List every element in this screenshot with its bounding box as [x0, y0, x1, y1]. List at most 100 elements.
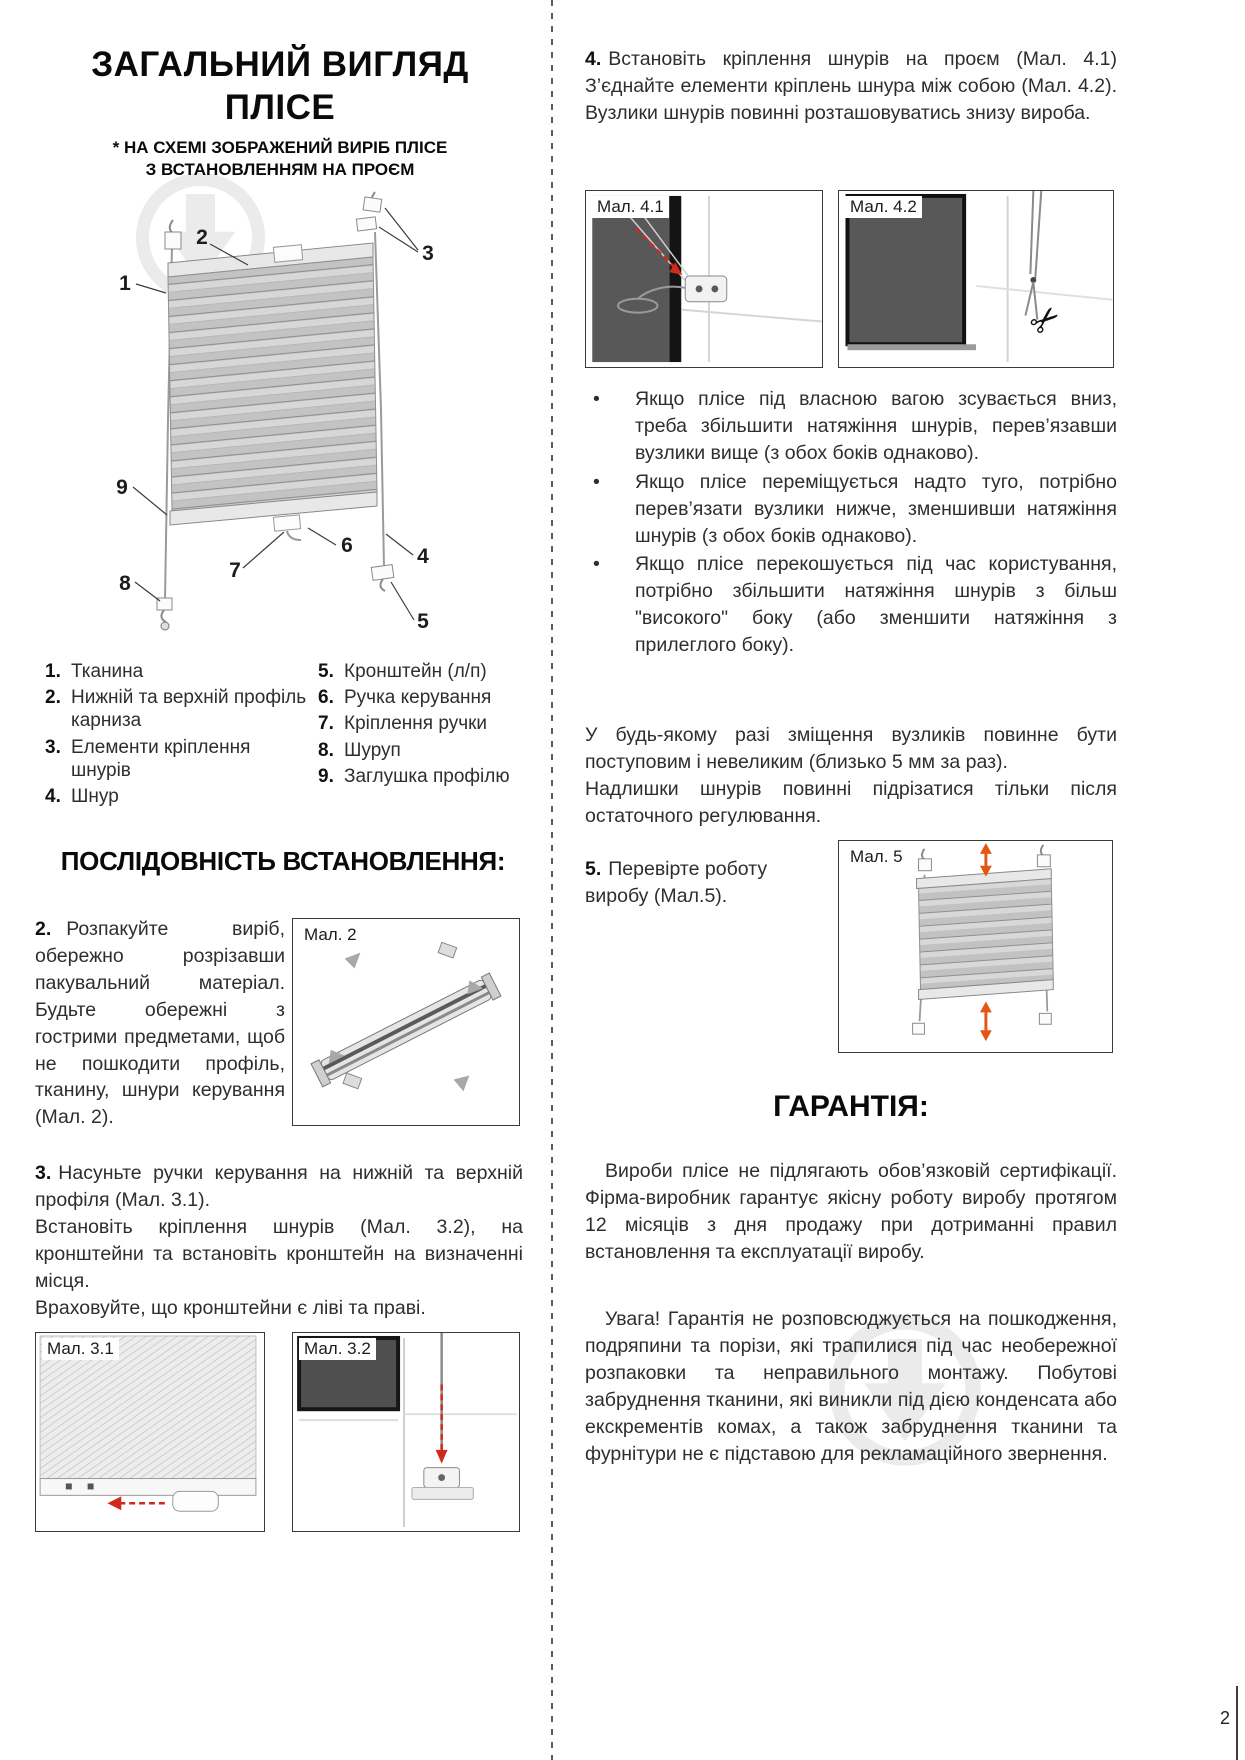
bullet-icon: •	[593, 388, 600, 410]
figure-mal-5: Мал. 5	[838, 840, 1113, 1053]
warranty-title: ГАРАНТІЯ:	[773, 1090, 929, 1123]
pleated-blind-diagram: 1 2 3 4 5 6 7 8 9	[116, 191, 434, 633]
list-item: •Якщо плісе перекошується під час корист…	[593, 553, 1117, 657]
adjustment-note: У будь-якому разі зміщення вузликів пови…	[585, 724, 1117, 827]
legend-item: 4.Шнур	[45, 785, 119, 807]
cord-fastener	[1036, 854, 1051, 868]
figure-mal-3-1: Мал. 3.1	[35, 1332, 265, 1532]
step-5-number: 5.	[585, 858, 602, 880]
arrow-icon	[453, 1075, 470, 1092]
profile-bar-diagram	[310, 941, 502, 1092]
figure-mal-4-1: Мал. 4.1	[585, 190, 823, 368]
legend-item: 6.Ручка керування	[318, 687, 492, 709]
cord	[1029, 191, 1035, 275]
clamp	[437, 941, 458, 959]
step-4-number: 4.	[585, 48, 602, 70]
pleated-fabric	[167, 256, 378, 512]
clamp	[342, 1072, 363, 1090]
arrow-icon	[344, 952, 361, 969]
callout-1: 1	[119, 272, 131, 295]
figure-label: Мал. 3.2	[299, 1338, 376, 1360]
red-dashed-arrow-icon	[634, 227, 675, 268]
page-title-line1: ЗАГАЛЬНИЙ ВИГЛЯД	[91, 45, 469, 84]
figure-label: Мал. 2	[299, 924, 362, 946]
step-3-text: 3.Насуньте ручки керування на нижній та …	[35, 1162, 523, 1319]
cord-fastener-top-left	[164, 231, 182, 250]
callout-3: 3	[422, 242, 434, 265]
screw	[711, 285, 719, 293]
figure-label: Мал. 5	[845, 846, 908, 868]
figure-label: Мал. 4.2	[845, 196, 922, 218]
step-5-text: 5.Перевірте роботу виробу (Мал.5).	[585, 858, 768, 907]
page-subtitle: * НА СХЕМІ ЗОБРАЖЕНИЙ ВИРІБ ПЛІСЕ З ВСТА…	[112, 138, 448, 180]
legend-item: 8.Шуруп	[318, 739, 401, 761]
handle-install-diagram	[39, 1335, 257, 1512]
arrow-icon	[328, 1049, 345, 1064]
bottom-profile	[918, 979, 1054, 1001]
bullet-icon: •	[593, 553, 600, 576]
cord-hook	[1038, 1012, 1052, 1025]
screw	[160, 621, 170, 631]
step-2-text: 2.Розпакуйте виріб, обережно розрізавши …	[35, 918, 285, 1129]
cord-fastener-install-diagram	[293, 1333, 519, 1531]
cord-tail	[1032, 281, 1039, 320]
column-divider	[551, 0, 553, 1760]
control-handle	[172, 1490, 219, 1512]
list-item: •Якщо плісе під власною вагою зсувається…	[593, 388, 1117, 464]
callout-5: 5	[417, 610, 429, 633]
bottom-rail	[39, 1478, 257, 1496]
cord-fastener-top-right-2	[355, 216, 378, 232]
figure-label: Мал. 4.1	[592, 196, 669, 218]
callout-7: 7	[229, 559, 241, 582]
cord-trimming-diagram: ✂	[839, 191, 1113, 367]
callout-4: 4	[417, 545, 429, 568]
cord-hook-bottom-left	[156, 597, 173, 611]
figure-mal-4-2: Мал. 4.2 ✂	[838, 190, 1114, 368]
page-title: ЗАГАЛЬНИЙ ВИГЛЯД ПЛІСЕ	[40, 44, 520, 129]
cord-fastener	[918, 858, 932, 872]
cord-fastener-on-opening-diagram	[586, 191, 822, 367]
warranty-paragraph-2: Увага! Гарантія не розповсюджується на п…	[585, 1308, 1117, 1465]
legend-item: 5.Кронштейн (л/п)	[318, 661, 487, 682]
screw	[695, 285, 703, 293]
pleated-fabric	[918, 878, 1054, 991]
arrow-icon	[467, 980, 484, 995]
red-arrowhead-icon	[107, 1496, 122, 1511]
red-arrowhead-icon	[435, 1449, 448, 1464]
cord-fastener-top-right-1	[362, 196, 383, 213]
window-glazing	[845, 193, 967, 347]
cord-tail	[1024, 281, 1035, 316]
section-title-installation: ПОСЛІДОВНІСТЬ ВСТАНОВЛЕННЯ:	[60, 846, 506, 876]
step-4-text: 4.Встановіть кріплення шнурів на проєм (…	[585, 48, 1117, 124]
bullet-icon: •	[593, 470, 600, 493]
legend-column-2: 5.Кронштейн (л/п) 6.Ручка керування 7.Кр…	[318, 660, 526, 791]
figure-label: Мал. 3.1	[42, 1338, 119, 1360]
top-handle	[272, 244, 304, 263]
window-glazing	[592, 195, 670, 363]
control-handle	[272, 514, 302, 532]
figure-mal-3-2: Мал. 3.2	[292, 1332, 520, 1532]
cord-knot	[1030, 277, 1037, 283]
callout-2: 2	[196, 226, 208, 249]
legend-item: 3.Елементи кріплення шнурів	[45, 736, 251, 781]
callout-9: 9	[116, 476, 128, 499]
step-3-number: 3.	[35, 1162, 52, 1184]
bracket	[370, 563, 395, 581]
up-down-arrow-icon	[979, 842, 992, 877]
bottom-profile	[169, 491, 378, 526]
cord-hook	[912, 1022, 925, 1035]
cord	[1034, 191, 1043, 279]
legend-item: 9.Заглушка профілю	[318, 765, 510, 787]
legend-item: 2.Нижній та верхній профіль карниза	[45, 687, 307, 732]
page-edge-mark	[1236, 1686, 1238, 1760]
page-title-line2: ПЛІСЕ	[224, 87, 336, 127]
step-2-number: 2.	[35, 918, 52, 940]
screw	[438, 1474, 446, 1482]
legend-item: 7.Кріплення ручки	[318, 713, 488, 735]
figure-mal-2: Мал. 2	[292, 918, 520, 1126]
brand-watermark-icon	[829, 1314, 981, 1466]
operation-check-diagram	[912, 842, 1054, 1042]
cord-fastener	[684, 275, 728, 303]
up-down-arrow-icon	[979, 1001, 992, 1042]
